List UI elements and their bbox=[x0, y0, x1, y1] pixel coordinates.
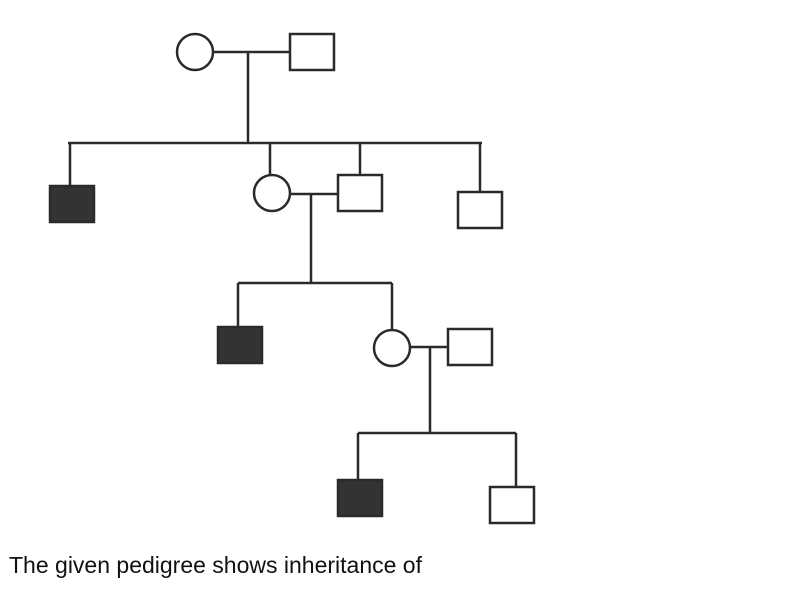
unaffected-male-square bbox=[288, 32, 336, 72]
affected-male-square bbox=[336, 478, 384, 518]
affected-male-square bbox=[216, 325, 264, 365]
unaffected-male-square bbox=[456, 190, 504, 230]
unaffected-female-circle bbox=[252, 173, 292, 213]
pedigree-diagram bbox=[48, 32, 536, 525]
pedigree-symbols bbox=[48, 32, 536, 525]
pedigree-lines bbox=[68, 50, 518, 487]
unaffected-male-square bbox=[446, 327, 494, 367]
unaffected-female-circle bbox=[175, 32, 215, 72]
unaffected-female-circle bbox=[372, 328, 412, 368]
affected-male-square bbox=[48, 184, 96, 224]
unaffected-male-square bbox=[488, 485, 536, 525]
unaffected-male-square bbox=[336, 173, 384, 213]
question-text: The given pedigree shows inheritance of bbox=[9, 552, 422, 578]
